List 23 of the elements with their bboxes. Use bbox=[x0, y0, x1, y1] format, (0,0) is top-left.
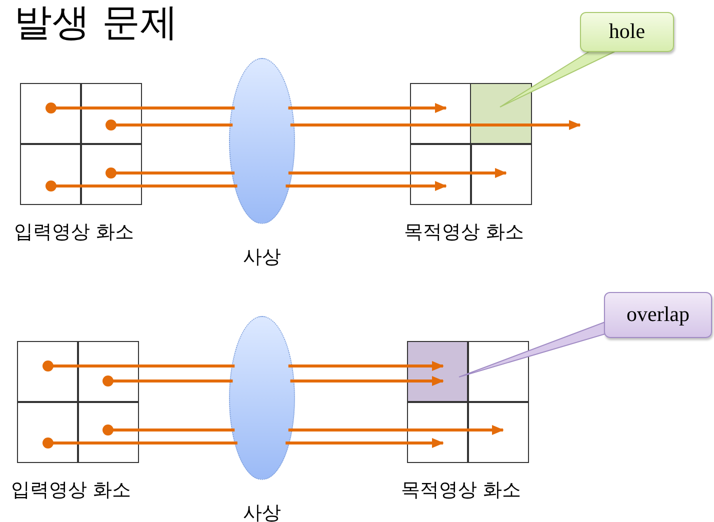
mapping-arrow bbox=[288, 425, 504, 435]
caption-text: 사상 bbox=[242, 501, 282, 522]
pixel-grid bbox=[410, 83, 532, 205]
mapping-arrow bbox=[286, 438, 444, 448]
caption-text: 목적영상 화소 bbox=[401, 478, 522, 502]
mapping-arrow bbox=[286, 181, 447, 191]
pixel-grid bbox=[407, 341, 529, 463]
caption-text: 입력영상 화소 bbox=[14, 220, 134, 244]
pixel-grid bbox=[17, 341, 139, 463]
callout-pointer bbox=[500, 50, 616, 108]
mapping-arrow bbox=[288, 168, 507, 178]
mapping-arrow bbox=[288, 103, 447, 113]
callout-pointer bbox=[458, 321, 606, 378]
caption-text: 사상 bbox=[242, 245, 282, 269]
pixel-grid bbox=[20, 83, 142, 205]
callout-box: overlap bbox=[604, 292, 712, 338]
caption-text: 입력영상 화소 bbox=[11, 478, 132, 502]
caption-text: 목적영상 화소 bbox=[404, 220, 524, 244]
mapping-arrow bbox=[290, 376, 444, 386]
mapping-arrow bbox=[288, 361, 444, 371]
mapping-arrow bbox=[290, 120, 581, 130]
callout-box: hole bbox=[580, 12, 674, 52]
title-text: 발생 문제 bbox=[14, 0, 178, 44]
